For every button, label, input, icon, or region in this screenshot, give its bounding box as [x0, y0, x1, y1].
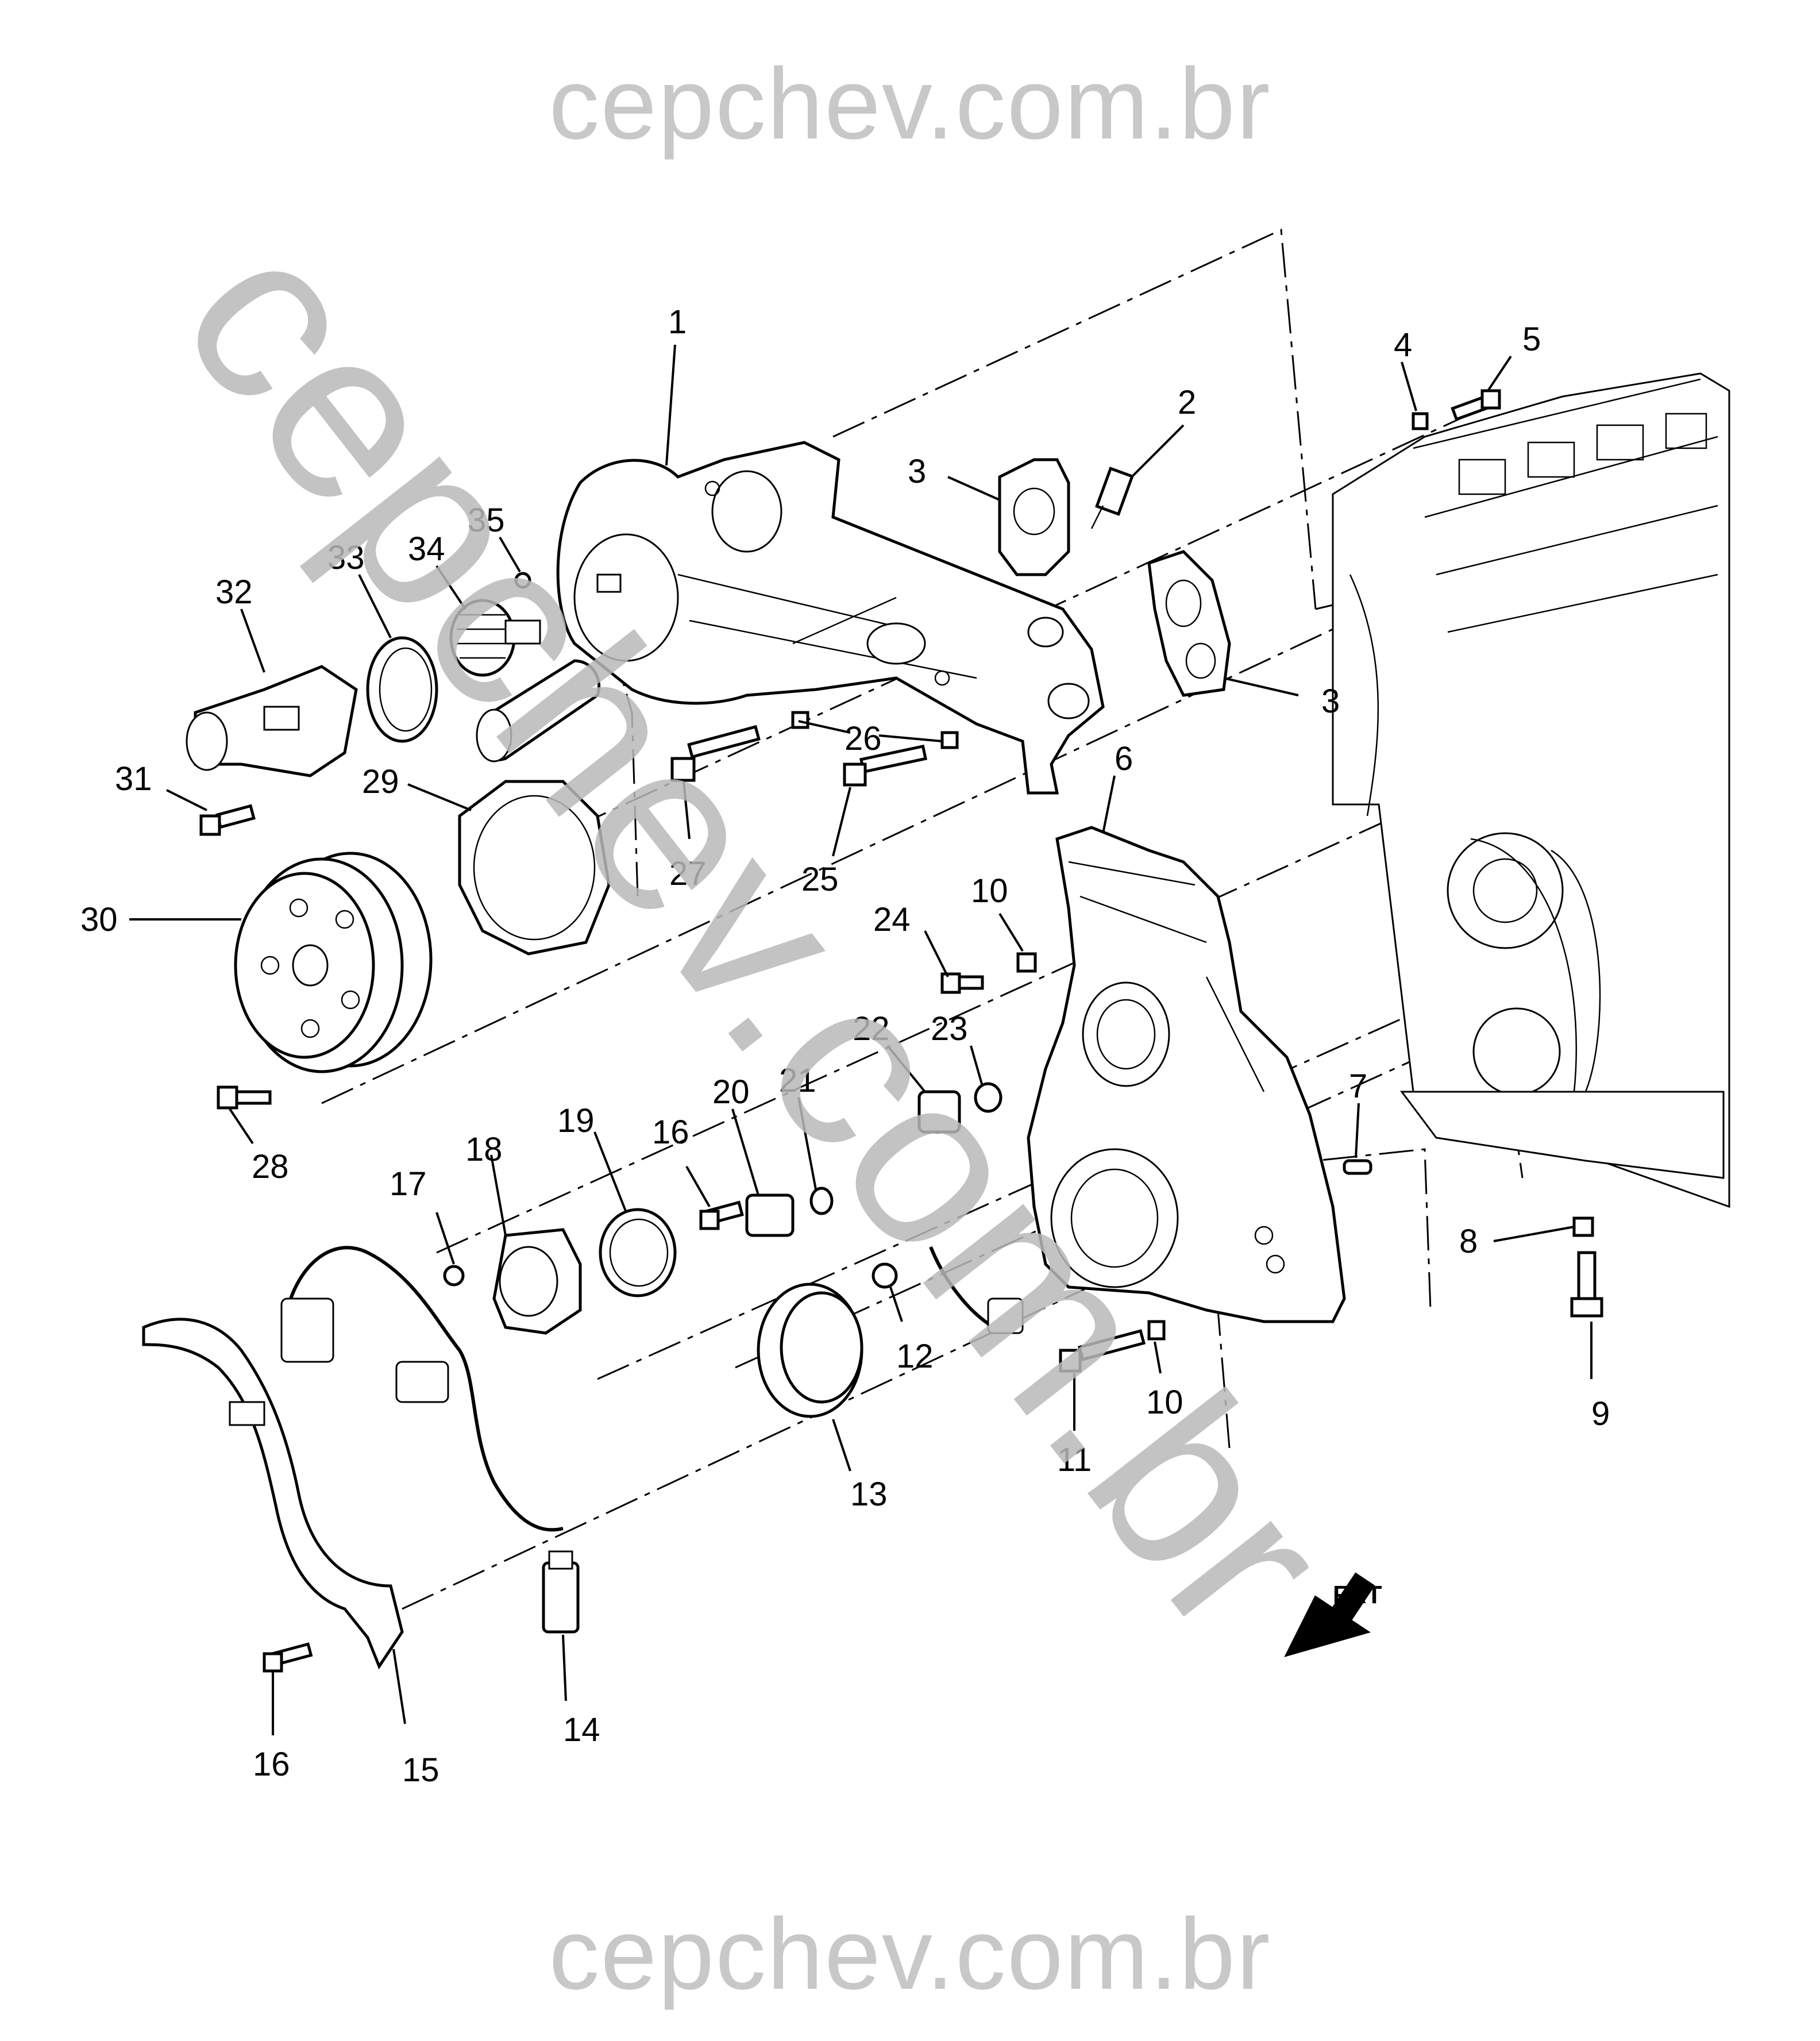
callout-13: 13 [850, 1476, 888, 1513]
gasket-upper [998, 458, 1070, 576]
callout-19: 19 [557, 1102, 595, 1139]
bolt-24 [940, 972, 984, 994]
callout-35: 35 [468, 502, 505, 539]
bolt-5 [1451, 389, 1501, 421]
callout-34: 34 [408, 530, 445, 568]
callout-17: 17 [390, 1165, 427, 1203]
callout-10a: 10 [971, 872, 1008, 910]
engine-front-cover [1027, 826, 1346, 1323]
thermostat-housing [186, 665, 358, 777]
callout-3a: 3 [908, 453, 926, 490]
callout-30: 30 [80, 901, 118, 938]
dowel-10-lower [1147, 1320, 1166, 1341]
o-ring-19 [599, 1208, 677, 1297]
frt-label: FRT [1333, 1581, 1382, 1609]
callout-25: 25 [801, 861, 839, 898]
callout-10b: 10 [1146, 1384, 1183, 1421]
bolt-16-upper [699, 1200, 744, 1230]
callout-6: 6 [1115, 740, 1133, 777]
callout-28: 28 [252, 1148, 289, 1185]
callout-8: 8 [1459, 1223, 1478, 1260]
callout-16b: 16 [253, 1746, 290, 1783]
dowel-pin-7 [1343, 1159, 1372, 1175]
leader-lines [129, 344, 1592, 1735]
seal-35 [514, 572, 531, 589]
watermark-top: cepchev.com.br [549, 48, 1271, 160]
crankshaft-front-seal [757, 1283, 863, 1418]
gasket-lower [1147, 550, 1231, 697]
engine-block [1332, 372, 1730, 1208]
callout-26: 26 [845, 720, 882, 757]
callout-3b: 3 [1321, 683, 1340, 720]
callout-22: 22 [853, 1010, 890, 1048]
callout-9: 9 [1591, 1395, 1610, 1432]
callout-32: 32 [215, 573, 253, 611]
bolt-11 [1059, 1329, 1146, 1373]
dowel-26-a [791, 711, 809, 729]
wiring-harness [280, 1246, 1024, 1532]
callout-16a: 16 [652, 1114, 689, 1151]
callout-11: 11 [1057, 1441, 1092, 1478]
callout-23: 23 [931, 1010, 968, 1048]
callout-12: 12 [896, 1338, 934, 1375]
callout-5: 5 [1522, 321, 1541, 358]
callout-20: 20 [712, 1073, 750, 1111]
callout-24: 24 [873, 901, 911, 938]
watermark-bottom: cepchev.com.br [549, 1898, 1271, 2011]
coolant-temp-sensor [1090, 467, 1134, 529]
callout-21: 21 [779, 1062, 816, 1099]
thermostat [449, 599, 541, 677]
thermostat-seal [366, 636, 438, 743]
callouts: 1 2 3 3 4 5 6 7 8 9 10 10 11 12 13 14 15… [80, 303, 1610, 1789]
callout-31: 31 [115, 760, 152, 798]
callout-2: 2 [1178, 384, 1196, 421]
sensor-20 [745, 1193, 795, 1237]
dowel-26-b [940, 731, 959, 749]
sensor-housing-18 [492, 1228, 582, 1335]
dowel-10-upper [1016, 952, 1037, 973]
callout-15: 15 [402, 1751, 439, 1789]
callout-1: 1 [668, 303, 687, 341]
bolt-9 [1570, 1251, 1603, 1318]
callout-7: 7 [1349, 1068, 1367, 1105]
cap-8 [1572, 1216, 1594, 1237]
water-pump-pulley [234, 852, 433, 1073]
o-ring-21 [809, 1187, 834, 1215]
callout-29: 29 [362, 763, 399, 800]
bolt-25 [843, 744, 928, 787]
bolt-28 [217, 1085, 272, 1110]
dowel-pin [1412, 412, 1429, 430]
o-ring-23 [974, 1082, 1002, 1113]
front-direction-arrow: FRT [1284, 1572, 1382, 1657]
bolt-27 [670, 725, 761, 782]
gasket-29 [458, 780, 611, 956]
bolt-16-lower [263, 1642, 313, 1673]
callout-18: 18 [465, 1131, 503, 1168]
callout-14: 14 [563, 1711, 600, 1749]
sensor-22 [917, 1090, 961, 1134]
plug-12 [872, 1262, 898, 1289]
callout-4: 4 [1394, 326, 1412, 364]
bolt-17 [443, 1265, 465, 1287]
water-pump-housing [476, 441, 1105, 795]
callout-33: 33 [327, 539, 365, 576]
connector-14 [542, 1550, 580, 1634]
wiring-bracket [142, 1318, 404, 1670]
callout-27: 27 [669, 855, 707, 892]
bolt-31 [199, 804, 256, 836]
